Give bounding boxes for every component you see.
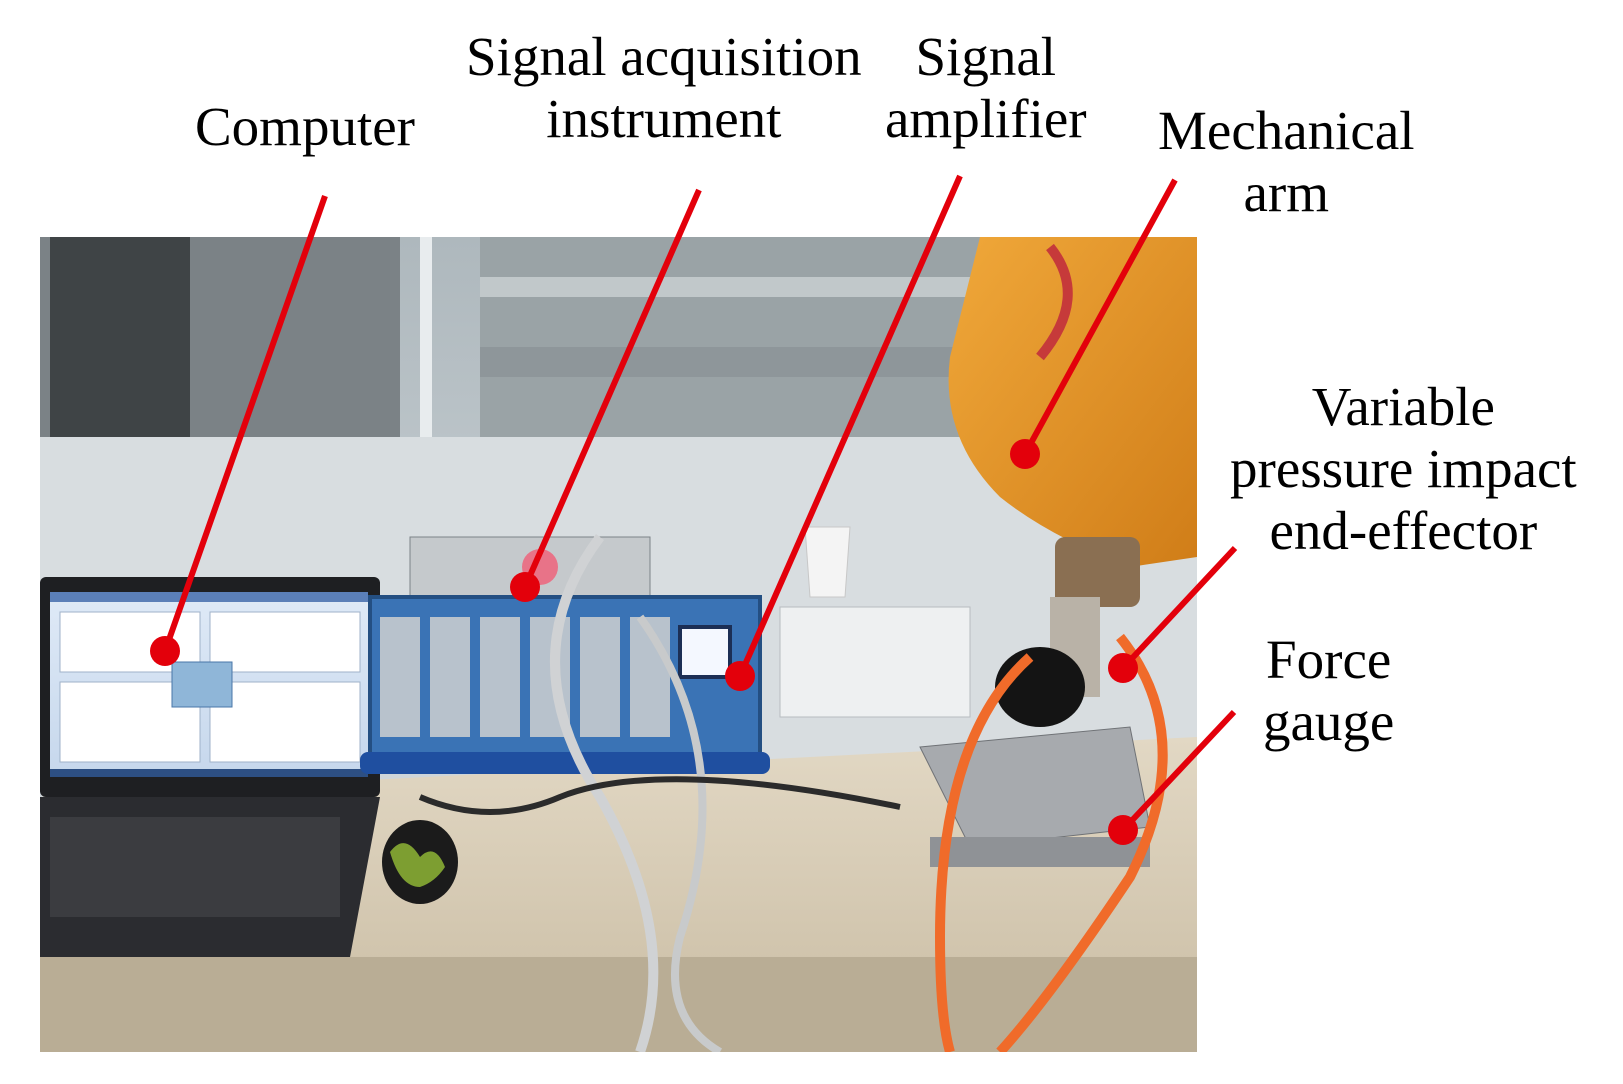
- label-line: Computer: [195, 96, 415, 157]
- rack-channels: [380, 617, 670, 737]
- label-force-gauge: Force gauge: [1263, 629, 1394, 753]
- dark-door: [50, 237, 190, 452]
- label-signal-amplifier: Signal amplifier: [885, 26, 1087, 150]
- force-gauge-base: [930, 837, 1150, 867]
- window-detail: [480, 277, 1000, 297]
- label-line: Mechanical: [1158, 100, 1415, 161]
- label-line: pressure impact: [1230, 438, 1577, 499]
- air-hose: [996, 633, 1168, 1052]
- label-line: end-effector: [1269, 500, 1538, 561]
- photo-illustration: [40, 237, 1197, 1052]
- arm-flange: [1055, 537, 1140, 607]
- label-signal-acquisition: Signal acquisition instrument: [466, 26, 862, 150]
- mouse-glow: [390, 843, 445, 887]
- screen-dialog: [171, 661, 233, 708]
- lab-setup-photo: [40, 237, 1197, 1052]
- label-line: instrument: [546, 88, 782, 149]
- cable: [418, 776, 901, 815]
- cable: [636, 614, 723, 1052]
- label-line: Force: [1266, 629, 1392, 690]
- label-line: gauge: [1263, 691, 1395, 752]
- paper-cup: [804, 526, 851, 598]
- bench-edge: [40, 957, 1197, 1052]
- label-line: Signal acquisition: [466, 26, 862, 87]
- amplifier-display: [678, 625, 732, 679]
- label-mechanical-arm: Mechanical arm: [1158, 100, 1415, 224]
- window-frame: [420, 237, 432, 452]
- screen-taskbar: [50, 769, 368, 777]
- label-line: arm: [1243, 162, 1330, 223]
- label-end-effector: Variable pressure impact end-effector: [1230, 376, 1577, 562]
- white-device: [779, 606, 971, 718]
- window-right: [480, 237, 1000, 437]
- screen-panel: [209, 681, 361, 763]
- air-hose: [934, 653, 1034, 1052]
- cable: [550, 534, 659, 1052]
- label-line: amplifier: [885, 88, 1087, 149]
- keys: [50, 817, 340, 917]
- rack-base: [360, 752, 770, 774]
- label-line: Signal: [915, 26, 1057, 87]
- screen-titlebar: [50, 592, 368, 602]
- label-computer: Computer: [195, 96, 415, 158]
- window-detail: [480, 347, 1000, 377]
- indicator-glow: [522, 549, 558, 585]
- label-line: Variable: [1311, 376, 1495, 437]
